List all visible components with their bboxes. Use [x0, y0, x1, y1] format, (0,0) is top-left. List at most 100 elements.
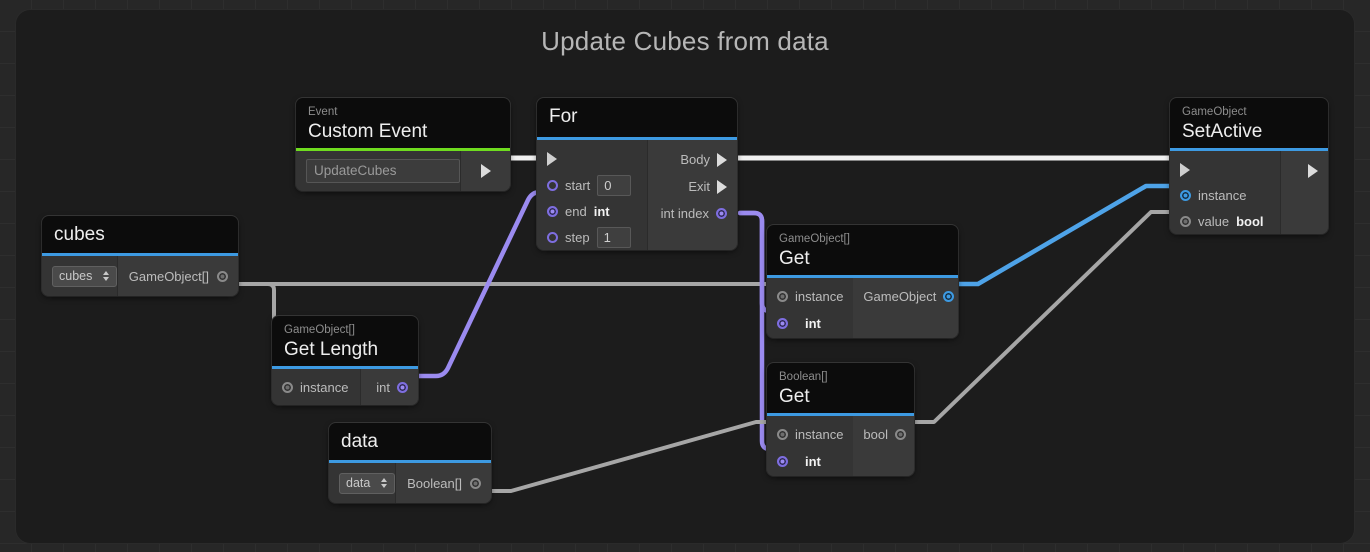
cubes-variable-dropdown[interactable]: cubes — [52, 265, 118, 287]
node-body: instance int bool — [767, 416, 914, 476]
chevron-updown-icon — [102, 270, 110, 282]
input-type-label: int — [593, 203, 610, 219]
output-column: Body Exit int index — [648, 140, 737, 250]
exec-input-port[interactable] — [537, 146, 647, 172]
node-data-variable[interactable]: data data — [329, 423, 491, 503]
node-body: data Boolean[] — [329, 463, 491, 503]
variable-select-wrap[interactable]: cubes — [42, 265, 118, 287]
output-port-row[interactable]: Boolean[] — [396, 463, 491, 503]
output-port-dot[interactable] — [217, 270, 228, 282]
port-dot-int-index[interactable] — [716, 208, 727, 219]
exec-input-port[interactable] — [1170, 157, 1280, 183]
node-subtitle: Boolean[] — [779, 371, 828, 383]
input-type-label: int — [805, 316, 821, 331]
graph-canvas[interactable]: Update Cubes from data — [16, 10, 1354, 543]
input-label: end — [565, 203, 587, 219]
node-header[interactable]: cubes — [42, 216, 238, 256]
node-custom-event[interactable]: Event Custom Event UpdateCubes — [296, 98, 510, 191]
node-gameobject-get[interactable]: GameObject[] Get instance int — [767, 225, 958, 338]
input-port-int[interactable]: int — [767, 448, 853, 475]
node-header[interactable]: Boolean[] Get — [767, 363, 914, 416]
node-get-length[interactable]: GameObject[] Get Length instance int — [272, 316, 418, 405]
exec-output-port[interactable] — [1281, 157, 1328, 184]
dropdown-value: cubes — [59, 269, 93, 283]
input-port-step[interactable]: step 1 — [537, 224, 647, 250]
input-port-value[interactable]: value bool — [1170, 208, 1280, 234]
port-dot-instance[interactable] — [1180, 190, 1191, 201]
port-dot-int[interactable] — [777, 456, 788, 467]
wire-data-to-boolget-instance — [489, 420, 778, 493]
column-divider — [117, 256, 119, 296]
port-dot-instance[interactable] — [777, 291, 788, 302]
wire-getlength-to-for-end — [415, 189, 556, 379]
output-column — [1281, 151, 1328, 234]
node-accent-bar — [1170, 148, 1328, 151]
output-port-int-index[interactable]: int index — [648, 200, 737, 227]
exec-arrow-icon — [717, 179, 727, 194]
node-body: UpdateCubes — [296, 151, 510, 191]
node-cubes-variable[interactable]: cubes cubes — [42, 216, 238, 296]
variable-select-wrap[interactable]: data — [329, 472, 396, 494]
input-port-start[interactable]: start 0 — [537, 172, 647, 198]
port-dot-value[interactable] — [1180, 215, 1191, 227]
port-dot-bool[interactable] — [895, 429, 906, 440]
node-header[interactable]: GameObject SetActive — [1170, 98, 1328, 151]
node-body: instance int GameObject — [767, 278, 958, 338]
output-type-label: GameObject[] — [128, 268, 209, 284]
output-port-body[interactable]: Body — [648, 146, 737, 173]
input-port-instance[interactable]: instance — [767, 421, 853, 448]
node-header[interactable]: GameObject[] Get Length — [272, 316, 418, 369]
node-subtitle: Event — [308, 106, 338, 118]
node-title: Get — [779, 386, 810, 407]
input-port-instance[interactable]: instance — [767, 283, 853, 310]
node-boolean-get[interactable]: Boolean[] Get instance int — [767, 363, 914, 476]
input-port-int[interactable]: int — [767, 310, 853, 337]
node-setactive[interactable]: GameObject SetActive instance value — [1170, 98, 1328, 234]
output-port-exit[interactable]: Exit — [648, 173, 737, 200]
output-port-dot[interactable] — [470, 477, 481, 489]
input-label: instance — [300, 380, 349, 395]
input-type-label: int — [805, 454, 821, 469]
port-dot-gameobject[interactable] — [943, 291, 955, 302]
node-accent-bar — [272, 366, 418, 369]
port-dot-instance[interactable] — [777, 429, 788, 440]
step-value-input[interactable]: 1 — [596, 226, 631, 248]
output-label: int index — [660, 206, 709, 221]
node-for-loop[interactable]: For start 0 end int — [537, 98, 737, 250]
output-port-int[interactable]: int — [361, 374, 418, 401]
output-port-gameobject[interactable]: GameObject — [853, 283, 958, 310]
port-dot-step[interactable] — [547, 231, 558, 243]
port-dot-int[interactable] — [777, 318, 788, 329]
node-accent-bar — [296, 148, 510, 151]
input-port-instance[interactable]: instance — [272, 374, 360, 401]
node-title: cubes — [54, 224, 105, 245]
output-column: GameObject — [853, 278, 958, 338]
output-label: GameObject — [863, 289, 937, 304]
node-accent-bar — [537, 137, 737, 140]
input-port-end[interactable]: end int — [537, 198, 647, 224]
output-port-bool[interactable]: bool — [853, 421, 914, 448]
node-header[interactable]: For — [537, 98, 737, 140]
exec-arrow-icon — [547, 152, 557, 166]
data-variable-dropdown[interactable]: data — [339, 472, 396, 494]
port-dot-instance[interactable] — [282, 382, 293, 393]
event-name-input[interactable]: UpdateCubes — [306, 159, 460, 183]
port-dot-int[interactable] — [397, 382, 408, 393]
exec-output-port[interactable] — [460, 151, 510, 191]
input-port-instance[interactable]: instance — [1170, 183, 1280, 209]
start-value-input[interactable]: 0 — [597, 174, 632, 196]
node-accent-bar — [767, 275, 958, 278]
node-header[interactable]: GameObject[] Get — [767, 225, 958, 278]
port-dot-start[interactable] — [547, 179, 558, 191]
node-body: instance value bool — [1170, 151, 1328, 234]
node-header[interactable]: data — [329, 423, 491, 463]
node-header[interactable]: Event Custom Event — [296, 98, 510, 151]
output-column: bool — [853, 416, 914, 476]
node-accent-bar — [329, 460, 491, 463]
output-port-row[interactable]: GameObject[] — [118, 256, 238, 296]
port-dot-end[interactable] — [547, 205, 558, 217]
graph-title: Update Cubes from data — [541, 26, 829, 56]
node-title: SetActive — [1182, 121, 1263, 142]
output-column: int — [361, 369, 418, 405]
input-label: instance — [795, 427, 844, 442]
